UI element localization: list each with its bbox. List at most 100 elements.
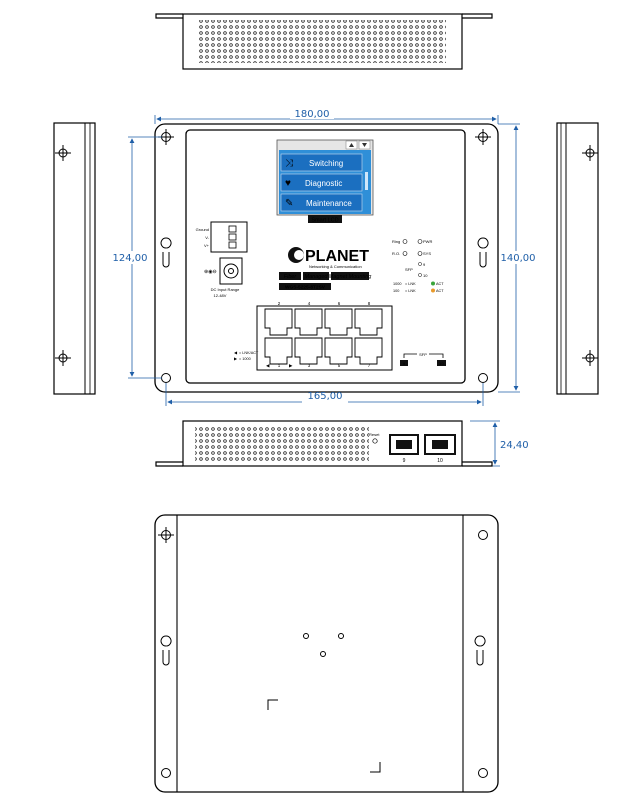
screw-hole <box>320 651 326 657</box>
led-panel: Ring PWR R.O. SYS SFP 9 10 1000 = LNK AC… <box>392 239 444 293</box>
lcd-menu-label: Diagnostic <box>305 179 342 188</box>
right-side-view <box>556 122 599 395</box>
brand-tagline: Networking & Communication <box>309 264 362 269</box>
sfp-front-label: SFP 9 10 <box>400 352 446 366</box>
act-label: ACT <box>436 289 444 293</box>
brand-name: PLANET <box>305 248 369 265</box>
led-ro-label: R.O. <box>392 251 400 256</box>
mount-hole-icon <box>161 768 171 778</box>
led-ro <box>402 251 408 256</box>
arrow-down-icon[interactable] <box>362 143 367 147</box>
legend-lnk-act: = LNK/ACT <box>239 351 259 355</box>
brand-block: PLANET Networking & Communication Fiber … <box>279 247 372 291</box>
port-number: 7 <box>368 363 371 368</box>
bottom-side-view: Reset 9 10 <box>155 420 493 467</box>
speed-1000-label: 1000 <box>393 282 401 286</box>
led-sfp10 <box>418 273 422 277</box>
rj45-port[interactable] <box>324 337 353 365</box>
port-number: 8 <box>368 301 371 306</box>
led-ring <box>402 239 408 244</box>
port-number: 5 <box>338 363 341 368</box>
dim-width-bottom: 165,00 <box>308 391 343 402</box>
led-sfp-label: SFP <box>405 267 413 272</box>
keyhole-slot-icon <box>160 635 172 666</box>
led-sys-label: SYS <box>423 251 431 256</box>
rj45-port[interactable] <box>294 337 323 365</box>
port-number: 6 <box>338 301 341 306</box>
power-terminal: Ground V- V+ ⊕◉⊖ DC Input Range 12-48V <box>196 221 248 298</box>
led-sfp9 <box>418 262 422 266</box>
svg-text:SFP: SFP <box>419 352 427 357</box>
link-label: = LNK <box>405 282 416 286</box>
lcd-menu-label: Maintenance <box>306 199 352 208</box>
dim-height-left: 124,00 <box>113 253 148 264</box>
sfp-port-number: 10 <box>437 458 443 464</box>
sfp-cage-9[interactable]: 9 <box>389 434 419 464</box>
arrow-up-icon[interactable] <box>349 143 354 147</box>
act-label: ACT <box>436 282 444 286</box>
lcd-menu-maintenance[interactable]: ✎ Maintenance <box>280 193 363 212</box>
keyhole-slot-icon <box>477 237 489 268</box>
rj45-port[interactable] <box>354 337 383 365</box>
screw-hole <box>338 633 344 639</box>
heartbeat-icon: ♥ <box>285 178 291 189</box>
sfp-port-number: 9 <box>403 458 406 464</box>
port-number: 1 <box>278 363 281 368</box>
speed-100-label: 100 <box>393 289 399 293</box>
lcd-menu-switching[interactable]: ⤨ Switching <box>280 153 363 172</box>
arrow-left-icon: ◀ <box>234 350 238 355</box>
arrow-right-icon: ▶ <box>289 363 293 368</box>
legend-1000: = 1000 <box>239 357 251 361</box>
lcd-menu-label: Switching <box>309 159 343 168</box>
reset-button[interactable] <box>372 438 378 444</box>
feature-magnet: Magnet Mounting <box>329 274 372 280</box>
lcd-scrollbar[interactable] <box>365 172 368 190</box>
rj45-port[interactable] <box>294 308 323 336</box>
dc-input-label: DC Input Range <box>211 287 240 292</box>
wrench-icon: ✎ <box>285 198 293 209</box>
mount-hole-icon <box>158 527 174 543</box>
rj45-port-block: 2 4 6 8 1 3 5 7 ◀ ▶ <box>256 301 393 371</box>
rj45-port[interactable] <box>324 308 353 336</box>
led-sfp10-label: 10 <box>423 273 428 278</box>
port-number: 2 <box>278 301 281 306</box>
left-side-view <box>53 122 96 395</box>
keyhole-slot-icon <box>474 635 486 666</box>
terminal-vminus-label: V- <box>205 235 209 240</box>
led-ring-label: Ring <box>392 239 400 244</box>
dim-width-top: 180,00 <box>295 109 330 120</box>
rj45-port[interactable] <box>264 337 293 365</box>
smart-lcd: ⤨ Switching ♥ Diagnostic ✎ Maintenance S… <box>276 139 374 224</box>
dc-polarity-icon: ⊕◉⊖ <box>204 269 217 275</box>
port-number: 4 <box>308 301 311 306</box>
led-sys <box>417 251 423 256</box>
port-number: 3 <box>308 363 311 368</box>
lcd-menu-diagnostic[interactable]: ♥ Diagnostic <box>280 173 363 192</box>
front-view: ⤨ Switching ♥ Diagnostic ✎ Maintenance S… <box>154 123 499 393</box>
dim-height-right: 140,00 <box>501 253 536 264</box>
arrow-right-icon: ▶ <box>234 356 238 361</box>
terminal-ground-label: Ground <box>196 227 209 232</box>
reset-label: Reset <box>369 432 380 437</box>
dc-range-label: 12-48V <box>214 293 227 298</box>
feature-managed: Managed <box>305 274 329 280</box>
mount-hole-icon <box>478 530 488 540</box>
svg-text:9: 9 <box>403 361 406 366</box>
mount-hole-icon <box>475 129 491 145</box>
corner-mark <box>267 699 278 710</box>
svg-text:10: 10 <box>439 361 444 366</box>
led-sfp9-label: 9 <box>423 262 426 267</box>
led-pwr-label: PWR <box>423 239 432 244</box>
shuffle-icon: ⤨ <box>285 158 293 169</box>
dim-depth: 24,40 <box>500 440 529 451</box>
mount-hole-icon <box>478 373 488 383</box>
rj45-port[interactable] <box>354 308 383 336</box>
rj45-port[interactable] <box>264 308 293 336</box>
led-act-green <box>431 281 435 286</box>
terminal-vplus-label: V+ <box>204 243 210 248</box>
sfp-cage-10[interactable]: 10 <box>424 434 456 464</box>
lcd-label: Smart LCD <box>311 218 338 224</box>
led-pwr <box>417 239 423 244</box>
mount-hole-icon <box>478 768 488 778</box>
